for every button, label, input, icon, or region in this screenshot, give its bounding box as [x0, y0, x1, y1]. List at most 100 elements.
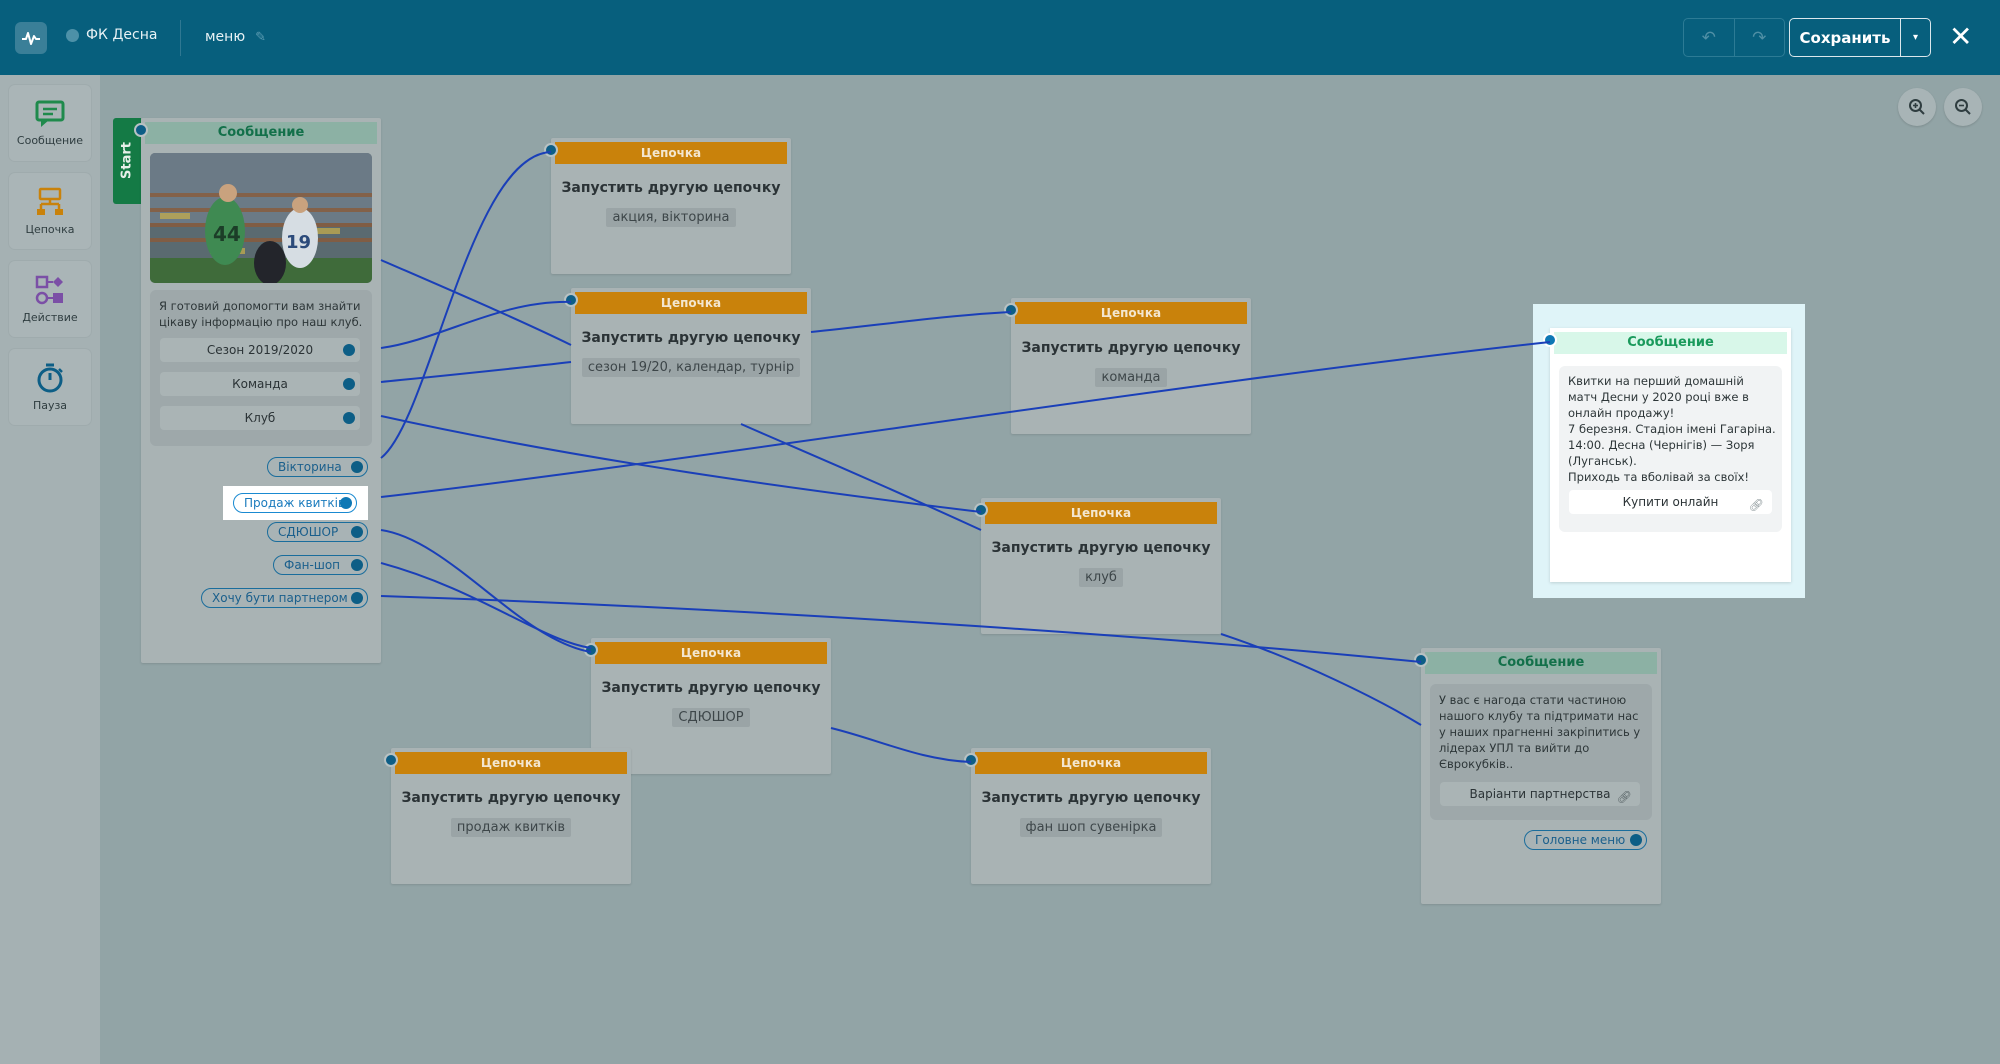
chain-tags: акция, вікторина [606, 208, 736, 227]
pulse-logo-icon[interactable] [15, 22, 47, 54]
input-port[interactable] [564, 293, 578, 307]
chain-title: Запустить другую цепочку [991, 540, 1211, 556]
connector-port[interactable] [343, 378, 355, 390]
connector-port[interactable] [340, 497, 352, 509]
button-club[interactable]: Клуб [160, 406, 360, 430]
input-port[interactable] [964, 753, 978, 767]
undo-redo-group: ↶ ↷ [1683, 18, 1785, 57]
chain-tags: клуб [1079, 568, 1123, 587]
bot-name[interactable]: ФК Десна [66, 27, 157, 43]
message-text: Я готовий допомогти вам знайти цікаву ін… [159, 299, 363, 329]
tickets-message-node[interactable]: Сообщение Квитки на перший домашній матч… [1543, 328, 1791, 582]
button-team[interactable]: Команда [160, 372, 360, 396]
quick-reply-label: СДЮШОР [278, 525, 339, 539]
chain-title: Запустить другую цепочку [601, 680, 821, 696]
input-port[interactable] [1414, 653, 1428, 667]
chain-node-fan-shop[interactable]: Цепочка Запустить другую цепочку фан шоп… [964, 748, 1211, 884]
quick-reply-partner[interactable]: Хочу бути партнером [201, 588, 368, 608]
quick-reply-label: Хочу бути партнером [212, 591, 348, 605]
connector-port[interactable] [351, 592, 363, 604]
chain-node-season[interactable]: Цепочка Запустить другую цепочку сезон 1… [564, 288, 811, 424]
chain-icon [37, 187, 63, 215]
pencil-icon[interactable]: ✎ [255, 29, 267, 45]
chain-node-team[interactable]: Цепочка Запустить другую цепочку команда [1004, 298, 1251, 434]
input-port[interactable] [544, 143, 558, 157]
button-label: Сезон 2019/2020 [206, 343, 314, 357]
tool-label: Пауза [32, 398, 68, 412]
chain-title: Запустить другую цепочку [981, 790, 1201, 806]
input-port[interactable] [134, 123, 148, 137]
chain-title: Запустить другую цепочку [1021, 340, 1241, 356]
chevron-down-icon[interactable]: ▾ [1900, 18, 1931, 57]
connector-port[interactable] [343, 344, 355, 356]
zoom-out-icon[interactable] [1944, 88, 1982, 126]
quick-reply-youth-school[interactable]: СДЮШОР [267, 522, 368, 542]
chain-node-quiz[interactable]: Цепочка Запустить другую цепочку акция, … [544, 138, 791, 274]
node-header: Цепочка [975, 752, 1207, 774]
button-season[interactable]: Сезон 2019/2020 [160, 338, 360, 362]
connector-port[interactable] [343, 412, 355, 424]
undo-icon[interactable]: ↶ [1684, 19, 1735, 56]
message-body: У вас є нагода стати частиною нашого клу… [1430, 684, 1652, 820]
bot-avatar-icon [66, 28, 79, 42]
chain-name[interactable]: меню ✎ [205, 29, 266, 45]
quick-reply-fan-shop[interactable]: Фан-шоп [273, 555, 368, 575]
partner-message-node[interactable]: Сообщение У вас є нагода стати частиною … [1414, 648, 1661, 904]
svg-text:44: 44 [213, 222, 241, 246]
button-label: Купити онлайн [1622, 495, 1719, 509]
bot-name-label: ФК Десна [86, 27, 158, 43]
tool-pause[interactable]: Пауза [9, 349, 91, 425]
button-label: Варіанти партнерства [1469, 787, 1611, 801]
quick-reply-label: Головне меню [1535, 833, 1626, 847]
quick-reply-tickets[interactable]: Продаж квитків [233, 493, 357, 513]
tool-chain[interactable]: Цепочка [9, 173, 91, 249]
chain-title: Запустить другую цепочку [581, 330, 801, 346]
tool-label: Цепочка [25, 222, 75, 236]
node-header: Цепочка [595, 642, 827, 664]
tool-label: Сообщение [16, 133, 84, 147]
quick-reply-quiz[interactable]: Вікторина [267, 457, 368, 477]
node-header: Цепочка [395, 752, 627, 774]
header-divider [180, 20, 181, 56]
chain-tags: продаж квитків [450, 818, 572, 837]
chain-tags: команда [1095, 368, 1167, 387]
chain-title: Запустить другую цепочку [561, 180, 781, 196]
connector-port[interactable] [351, 526, 363, 538]
connector-port[interactable] [1630, 834, 1642, 846]
connector-port[interactable] [351, 461, 363, 473]
button-buy-online[interactable]: Купити онлайн🔗︎ [1569, 490, 1772, 514]
message-body: Квитки на перший домашній матч Десни у 2… [1559, 366, 1782, 532]
close-icon[interactable]: ✕ [1949, 20, 1973, 53]
connector-port[interactable] [351, 559, 363, 571]
zoom-in-icon[interactable] [1898, 88, 1936, 126]
chain-node-tickets[interactable]: Цепочка Запустить другую цепочку продаж … [384, 748, 631, 884]
top-bar: ФК Десна меню ✎ ↶ ↷ Сохранить ▾ ✕ [0, 0, 2000, 75]
node-header: Сообщение [1554, 332, 1787, 354]
tool-message[interactable]: Сообщение [9, 85, 91, 161]
input-port[interactable] [584, 643, 598, 657]
action-icon [35, 275, 63, 304]
timer-icon [37, 363, 63, 392]
chain-node-club[interactable]: Цепочка Запустить другую цепочку клуб [974, 498, 1221, 634]
node-header: Цепочка [985, 502, 1217, 524]
button-label: Команда [232, 377, 288, 391]
button-label: Клуб [244, 411, 276, 425]
input-port[interactable] [1543, 333, 1557, 347]
node-header: Сообщение [1425, 652, 1657, 674]
quick-reply-label: Вікторина [278, 460, 342, 474]
tool-action[interactable]: Действие [9, 261, 91, 337]
save-button[interactable]: Сохранить [1789, 18, 1901, 57]
node-header: Цепочка [1015, 302, 1247, 324]
chain-tags: СДЮШОР [672, 708, 750, 727]
start-message-node[interactable]: Сообщение 44 19 Я готовий допомогти вам … [134, 118, 381, 663]
chain-name-label: меню [205, 29, 246, 45]
quick-reply-main-menu[interactable]: Головне меню [1524, 830, 1647, 850]
input-port[interactable] [974, 503, 988, 517]
input-port[interactable] [1004, 303, 1018, 317]
quick-reply-label: Фан-шоп [284, 558, 341, 572]
button-partnership[interactable]: Варіанти партнерства🔗︎ [1440, 782, 1640, 806]
redo-icon[interactable]: ↷ [1752, 27, 1767, 48]
input-port[interactable] [384, 753, 398, 767]
node-header: Сообщение [145, 122, 377, 144]
message-body: Я готовий допомогти вам знайти цікаву ін… [150, 290, 372, 446]
